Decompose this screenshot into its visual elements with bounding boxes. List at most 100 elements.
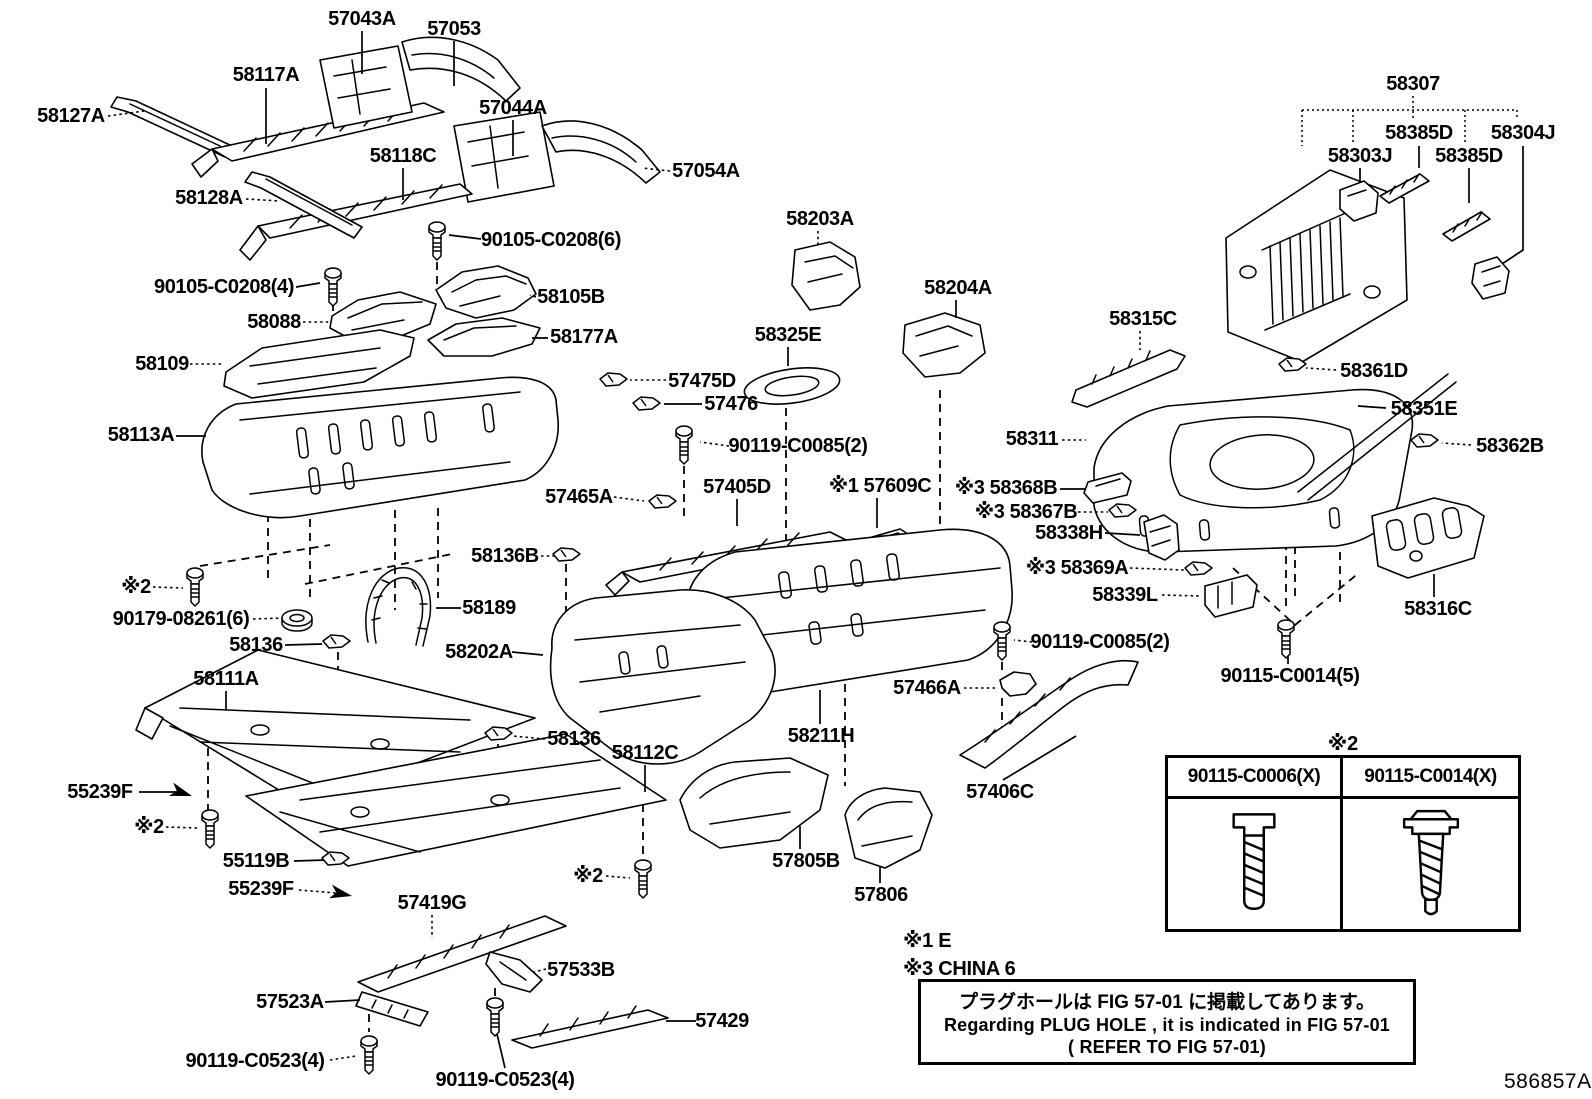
part-58118c-drawing <box>239 183 473 261</box>
part-57043a-drawing <box>319 45 413 129</box>
fastener-cell-c0014 <box>1343 799 1518 929</box>
part-label-58202a: 58202A <box>445 641 513 663</box>
part-58111a-floor-pan-drawing <box>135 649 536 807</box>
bolt-90115-c0014-5-icon <box>1277 619 1295 659</box>
part-58307-rear-panel-drawing <box>1225 169 1408 363</box>
part-label-x2-1: ※2 <box>121 576 151 598</box>
part-57476-clip <box>632 396 661 411</box>
grommet-90179-08261-icon <box>281 609 313 632</box>
part-label-58369a: ※3 58369A <box>1025 557 1129 579</box>
part-58109-drawing <box>223 329 415 399</box>
part-label-90105-c0208-4: 90105-C0208(4) <box>153 276 295 298</box>
part-label-58117a: 58117A <box>232 64 300 86</box>
fastener-table-header-c0014: 90115-C0014(X) <box>1343 758 1518 799</box>
part-label-57044a: 57044A <box>479 97 547 119</box>
part-label-58136-2: 58136 <box>547 728 601 750</box>
part-label-90179-08261-6: 90179-08261(6) <box>112 608 250 630</box>
part-58315c-drawing <box>1071 349 1186 408</box>
plug-note-refer: ( REFER TO FIG 57-01) <box>1068 1036 1266 1057</box>
part-57465a-clip <box>648 494 677 509</box>
part-58304j-drawing <box>1471 256 1510 300</box>
part-58088-drawing <box>329 291 437 341</box>
bolt-90119-c0523-4-a-icon <box>360 1035 378 1075</box>
fastener-table: ※2 90115-C0006(X) 90115-C0014(X) <box>1165 731 1521 932</box>
part-label-58325e: 58325E <box>754 324 822 346</box>
bolt-90119-c0523-4-b-icon <box>486 997 504 1037</box>
bolt-x2-2-icon <box>201 809 219 849</box>
part-label-57406c: 57406C <box>966 781 1034 803</box>
part-58128a-drawing <box>244 171 363 239</box>
part-label-58127a: 58127A <box>37 105 105 127</box>
part-label-57475d: 57475D <box>668 370 736 392</box>
part-label-57054a: 57054A <box>672 160 740 182</box>
part-label-58311: 58311 <box>1005 428 1059 450</box>
fastener-table-header-c0006: 90115-C0006(X) <box>1168 758 1343 799</box>
part-58338h-drawing <box>1143 514 1180 561</box>
part-label-58136b: 58136B <box>471 545 539 567</box>
part-label-55119b: 55119B <box>222 850 290 872</box>
fastener-table-caption: ※2 <box>1327 733 1359 755</box>
bolt-90119-c0085-2-a-icon <box>675 425 693 465</box>
part-label-57405d: 57405D <box>703 476 771 498</box>
part-58303j-drawing <box>1339 180 1379 222</box>
part-label-57043a: 57043A <box>328 8 396 30</box>
arrow-55239f-2-icon <box>329 884 354 903</box>
part-label-58304j: 58304J <box>1490 122 1556 144</box>
part-label-57523a: 57523A <box>256 991 324 1013</box>
part-label-58105b: 58105B <box>537 286 605 308</box>
part-57475d-clip <box>599 372 628 387</box>
part-label-58303j: 58303J <box>1327 145 1393 167</box>
part-label-58361d: 58361D <box>1340 360 1408 382</box>
part-58325e-drawing <box>743 367 841 405</box>
part-label-90119-c0523-4-b: 90119-C0523(4) <box>435 1069 575 1091</box>
drawing-number: 586857A <box>1504 1070 1592 1093</box>
part-label-57805b: 57805B <box>772 850 840 872</box>
part-label-58109: 58109 <box>135 353 189 375</box>
part-label-58368b: ※3 58368B <box>954 477 1058 499</box>
part-label-57419g: 57419G <box>397 892 467 914</box>
part-label-58367b: ※3 58367B <box>974 501 1078 523</box>
part-label-90105-c0208-6: 90105-C0208(6) <box>480 229 622 251</box>
part-label-57429: 57429 <box>695 1010 749 1032</box>
part-57466a-bracket-drawing <box>999 671 1037 697</box>
part-label-58351e: 58351E <box>1390 398 1458 420</box>
part-label-58204a: 58204A <box>924 277 992 299</box>
part-57054a-drawing <box>541 120 661 184</box>
part-label-55239f-2: 55239F <box>228 878 294 900</box>
part-label-90119-c0085-2-b: 90119-C0085(2) <box>1030 631 1170 653</box>
part-57429-sill-drawing <box>511 1005 669 1049</box>
part-label-58112c: 58112C <box>611 742 679 764</box>
part-label-57466a: 57466A <box>893 677 961 699</box>
part-57406c-rail-drawing <box>959 659 1139 769</box>
part-label-x2-2: ※2 <box>134 816 164 838</box>
part-58368b-drawing <box>1083 472 1132 504</box>
part-58385d-strip2-drawing <box>1442 211 1491 242</box>
part-label-57609c: ※1 57609C <box>828 475 932 497</box>
part-58339l-drawing <box>1204 574 1258 618</box>
part-label-57476: 57476 <box>704 393 758 415</box>
part-label-58362b: 58362B <box>1476 435 1544 457</box>
part-58113a-floor-pan-drawing <box>201 376 559 519</box>
part-57806-drawing <box>844 787 933 869</box>
part-label-58111a: 58111A <box>193 668 259 690</box>
part-label-58339l: 58339L <box>1092 584 1158 606</box>
part-57053-drawing <box>401 36 521 102</box>
part-label-58189: 58189 <box>462 597 516 619</box>
part-label-58385d-2: 58385D <box>1435 145 1503 167</box>
bolt-90105-c0208-4-icon <box>324 267 342 307</box>
part-57533b-drawing <box>485 951 543 993</box>
part-label-90115-c0014-5: 90115-C0014(5) <box>1220 665 1360 687</box>
part-58369a-clip <box>1184 561 1213 576</box>
part-58203a-drawing <box>791 241 861 311</box>
part-label-58315c: 58315C <box>1109 308 1177 330</box>
part-label-58385d-1: 58385D <box>1385 122 1453 144</box>
part-label-58316c: 58316C <box>1404 598 1472 620</box>
part-58362b-clip <box>1410 433 1439 448</box>
part-label-57465a: 57465A <box>545 486 613 508</box>
part-label-x2-3: ※2 <box>573 865 603 887</box>
footnote-3: ※3 CHINA 6 <box>903 958 1016 980</box>
footnote-1: ※1 E <box>903 930 952 952</box>
part-57523a-drawing <box>355 991 429 1027</box>
part-label-57806: 57806 <box>854 884 908 906</box>
part-label-58211h: 58211H <box>787 725 855 747</box>
